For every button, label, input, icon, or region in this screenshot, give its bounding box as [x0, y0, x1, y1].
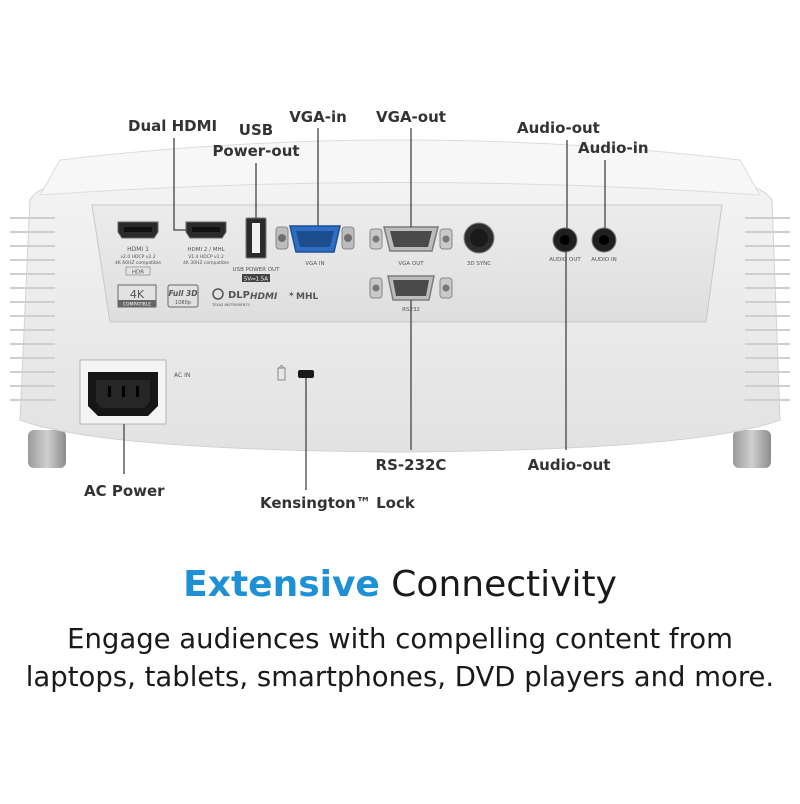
- hdmi1-spec1: v2.0 HDCP v2.2: [120, 254, 155, 260]
- hdmi1-port: [117, 221, 159, 239]
- logo-4k-sub: COMPATIBLE: [123, 302, 151, 308]
- logo-mhl-text: MHL: [296, 292, 318, 302]
- callout-rs232c: RS-232C: [375, 456, 447, 474]
- callout-dual-hdmi: Dual HDMI: [128, 117, 218, 135]
- rs232-port: [369, 275, 453, 301]
- logo-full3d-box: [167, 284, 199, 308]
- hdr-label: HDR: [132, 270, 144, 276]
- hdmi1-spec2: 4K 60HZ compatible: [115, 260, 161, 266]
- vga-in-port: [275, 225, 355, 253]
- headline: Extensive Connectivity: [0, 560, 800, 610]
- callout-kensington: Kensington™ Lock: [260, 494, 415, 512]
- headline-rest: Connectivity: [379, 564, 617, 605]
- ac-inlet: [79, 359, 167, 425]
- vga-in-panel-label: VGA IN: [305, 261, 324, 267]
- logo-4k-text: 4K: [130, 288, 145, 301]
- dlp-logo-mark: [212, 288, 224, 300]
- usb-rating-badge: [242, 274, 270, 282]
- right-vents: [745, 217, 790, 401]
- logo-full3d-text: Full 3D: [169, 289, 198, 298]
- 3d-sync-port: [463, 222, 495, 254]
- callout-lines: [123, 128, 606, 490]
- usb-rating: 5V⎓1.5A: [244, 277, 268, 283]
- hdmi2-port: [185, 221, 227, 239]
- hdmi2-label: HDMI 2 / MHL: [187, 247, 225, 253]
- callout-usb-line1: USB: [238, 121, 274, 139]
- vga-out-panel-label: VGA OUT: [398, 261, 424, 267]
- vga-out-port: [369, 226, 453, 252]
- hdmi1-label: HDMI 1: [127, 246, 149, 253]
- callout-audio-out-top: Audio-out: [517, 119, 600, 137]
- usb-port: [245, 217, 267, 259]
- usb-power-label: USB POWER OUT: [233, 267, 281, 273]
- 3d-sync-label: 3D SYNC: [467, 261, 491, 267]
- audio-in-panel-label: AUDIO IN: [591, 257, 616, 263]
- subtext-line2: laptops, tablets, smartphones, DVD playe…: [25, 661, 775, 693]
- hdr-badge: [125, 266, 151, 276]
- callout-ac-power: AC Power: [84, 482, 165, 500]
- callout-audio-out-bottom: Audio-out: [527, 456, 611, 474]
- mhl-logo-mark: ✶: [288, 290, 295, 299]
- left-vents: [10, 217, 55, 401]
- projector-feet: [28, 430, 771, 468]
- logo-hdmi-text: HDMI: [250, 292, 278, 302]
- subtext-line1: Engage audiences with compelling content…: [67, 623, 733, 655]
- logo-4k: [117, 284, 157, 308]
- callout-audio-in: Audio-in: [578, 139, 649, 157]
- callout-vga-in: VGA-in: [289, 108, 347, 126]
- logo-dlp-sub: TEXAS INSTRUMENTS: [211, 303, 250, 307]
- logo-dlp-text: DLP: [228, 290, 250, 301]
- audio-in-jack: [591, 227, 617, 253]
- ac-in-panel-label: AC IN: [174, 372, 190, 379]
- logo-full3d-sub: 1080p: [175, 300, 191, 306]
- audio-out-jack: [552, 227, 578, 253]
- callout-usb-line2: Power-out: [212, 142, 300, 160]
- hdmi2-spec1: V1.4 HDCP v2.2: [188, 254, 224, 260]
- callout-vga-out: VGA-out: [376, 108, 446, 126]
- headline-accent: Extensive: [183, 564, 380, 605]
- hdmi2-spec2: 4K 30HZ compatible: [183, 260, 229, 266]
- audio-out-panel-label: AUDIO OUT: [549, 257, 581, 263]
- kensington-slot: [277, 365, 314, 381]
